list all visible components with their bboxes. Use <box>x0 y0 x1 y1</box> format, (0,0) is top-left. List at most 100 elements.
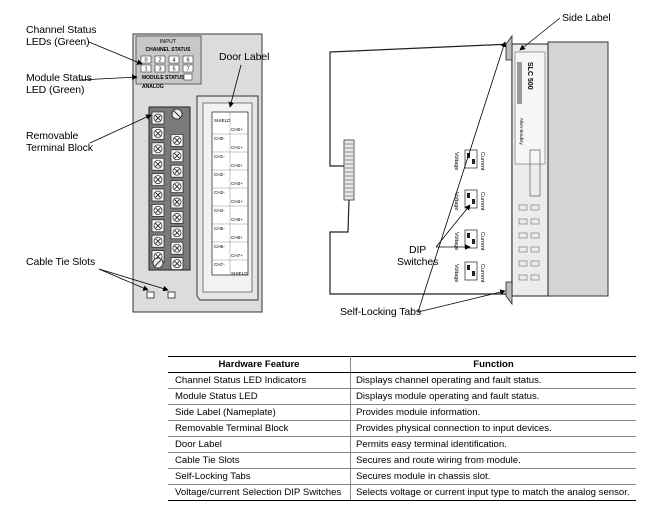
dip-switch[interactable] <box>464 149 478 169</box>
self-locking-tab-bottom[interactable] <box>505 281 513 306</box>
dip-current-label: Current <box>479 192 485 211</box>
door-label-entry: CH2+ <box>231 163 243 168</box>
backplane-connector <box>343 139 355 201</box>
dip-switch[interactable] <box>464 229 478 249</box>
dip-current-label: Current <box>479 264 485 283</box>
feature-cell: Cable Tie Slots <box>168 452 351 469</box>
hardware-feature-table: Hardware Feature Function Channel Status… <box>168 356 636 501</box>
channel-status-led <box>140 64 152 73</box>
function-cell: Permits easy terminal identification. <box>350 436 636 453</box>
door-label-entry: CH6+ <box>231 235 243 240</box>
label-module-status-led: Module Status LED (Green) <box>26 72 92 96</box>
channel-status-led <box>154 64 166 73</box>
nameplate-title: SLC 500 <box>526 62 533 90</box>
function-cell: Provides physical connection to input de… <box>350 420 636 437</box>
label-cable-tie-slots: Cable Tie Slots <box>26 256 96 268</box>
self-locking-tab-top[interactable] <box>505 34 513 61</box>
channel-status-led <box>182 55 194 64</box>
nameplate-brand: Allen-Bradley <box>519 118 524 146</box>
column-header-feature: Hardware Feature <box>168 356 351 373</box>
door-label-entry: CH0+ <box>231 127 243 132</box>
door-label-entry: CH0- <box>214 136 225 141</box>
feature-cell: Channel Status LED Indicators <box>168 372 351 389</box>
function-cell: Displays module operating and fault stat… <box>350 388 636 405</box>
door-label-entries: SHIELDCH0+CH0-CH1+CH1-CH2+CH2-CH3+CH3-CH… <box>212 112 248 276</box>
analog-text: ANALOG <box>142 84 164 90</box>
feature-cell: Voltage/current Selection DIP Switches <box>168 484 351 501</box>
function-cell: Displays channel operating and fault sta… <box>350 372 636 389</box>
dip-current-label: Current <box>479 232 485 251</box>
dip-current-label: Current <box>479 152 485 171</box>
dip-voltage-label: Voltage <box>453 264 459 282</box>
channel-status-led <box>154 55 166 64</box>
door-label-entry: CH7- <box>214 262 225 267</box>
dip-voltage-label: Voltage <box>453 152 459 170</box>
input-header: INPUT <box>160 39 177 45</box>
door-label-entry: CH5- <box>214 226 225 231</box>
table-row: Side Label (Nameplate)Provides module in… <box>168 404 636 421</box>
door-label-entry: CH4+ <box>231 199 243 204</box>
channel-status-text: CHANNEL STATUS <box>146 47 192 53</box>
feature-cell: Removable Terminal Block <box>168 420 351 437</box>
function-cell: Secures module in chassis slot. <box>350 468 636 485</box>
door-label-entry: CH6- <box>214 244 225 249</box>
door-label-entry: SHIELD <box>214 118 231 123</box>
channel-status-led <box>168 55 180 64</box>
feature-cell: Module Status LED <box>168 388 351 405</box>
channel-led-number: 0 <box>144 58 147 64</box>
door-label-entry: CH5+ <box>231 217 243 222</box>
channel-led-number: 5 <box>172 67 175 73</box>
module-status-text: MODULE STATUS <box>142 75 185 81</box>
function-cell: Selects voltage or current input type to… <box>350 484 636 501</box>
feature-cell: Side Label (Nameplate) <box>168 404 351 421</box>
dip-voltage-label: Voltage <box>453 232 459 250</box>
door-label-entry: CH3- <box>214 190 225 195</box>
dip-voltage-label: Voltage <box>453 192 459 210</box>
dip-switch[interactable] <box>464 189 478 209</box>
channel-status-led <box>168 64 180 73</box>
channel-status-led <box>140 55 152 64</box>
door-label-entry: CH2- <box>214 172 225 177</box>
channel-led-number: 3 <box>158 67 161 73</box>
function-cell: Provides module information. <box>350 404 636 421</box>
module-status-led <box>183 73 193 81</box>
dip-switch[interactable] <box>464 261 478 281</box>
door-label-entry: CH3+ <box>231 181 243 186</box>
door-label-entry: CH1- <box>214 154 225 159</box>
label-self-locking-tabs: Self-Locking Tabs <box>340 306 421 318</box>
label-side-label: Side Label <box>562 12 611 24</box>
door-label-entry: SHIELD <box>231 271 248 276</box>
door-label-entry: CH7+ <box>231 253 243 258</box>
label-removable-terminal-block: Removable Terminal Block <box>26 130 93 154</box>
channel-led-number: 7 <box>186 67 189 73</box>
channel-led-number: 4 <box>172 58 175 64</box>
feature-cell: Door Label <box>168 436 351 453</box>
channel-led-number: 6 <box>186 58 189 64</box>
terminal-screws <box>151 108 184 270</box>
module-diagram: INPUT CHANNEL STATUS 0 2 4 6 1 3 5 7 MODULE STA… <box>79 17 609 313</box>
channel-led-number: 2 <box>158 58 161 64</box>
table-header-row: Hardware Feature Function <box>168 356 636 373</box>
cable-tie-slot <box>167 291 176 299</box>
module-front-view: INPUT CHANNEL STATUS 0 2 4 6 1 3 5 7 MODULE STA… <box>132 33 263 313</box>
function-cell: Secures and route wiring from module. <box>350 452 636 469</box>
label-dip-switches: DIP Switches <box>397 244 439 268</box>
door-label-entry: CH1+ <box>231 145 243 150</box>
feature-cell: Self-Locking Tabs <box>168 468 351 485</box>
label-door-label: Door Label <box>219 51 270 63</box>
channel-led-grid: 0 2 4 6 1 3 5 7 <box>140 55 194 73</box>
column-header-function: Function <box>350 356 636 373</box>
channel-led-number: 1 <box>144 67 147 73</box>
channel-status-led <box>182 64 194 73</box>
label-channel-status-leds: Channel Status LEDs (Green) <box>26 24 97 48</box>
door-label-entry: CH4- <box>214 208 225 213</box>
